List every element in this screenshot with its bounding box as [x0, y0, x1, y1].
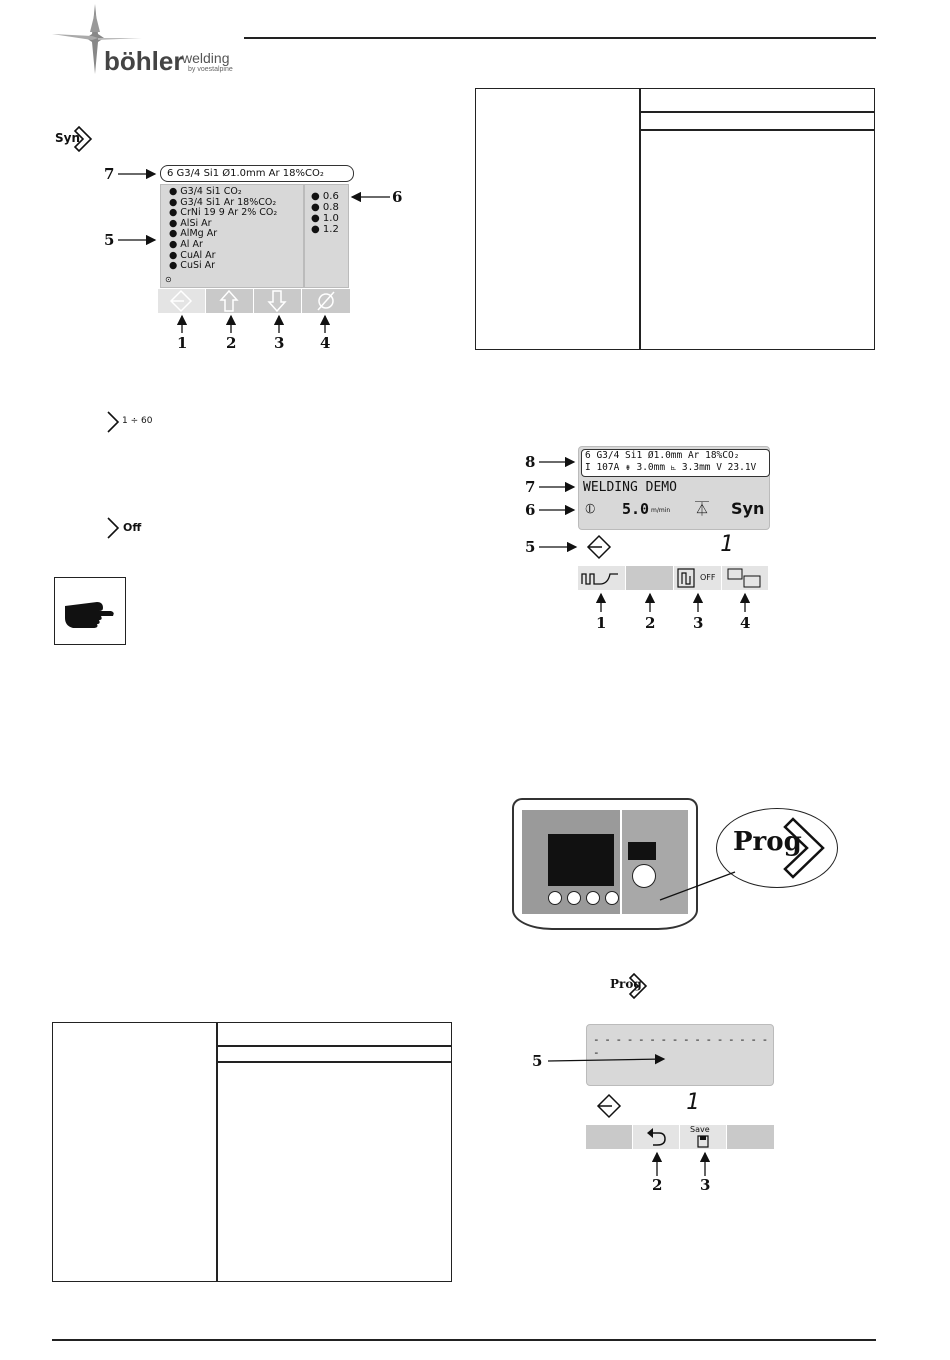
panel-buttons — [548, 890, 620, 909]
fig1-tab-up[interactable] — [206, 289, 254, 313]
note-hand-icon — [54, 577, 126, 645]
fig2-tab-4[interactable] — [722, 566, 769, 590]
fig1-callout-5: 5 — [104, 231, 115, 249]
logo-star-icon — [52, 4, 142, 74]
pulse-icon — [677, 568, 695, 588]
fig2-callout-7: 7 — [525, 478, 536, 496]
fig1-toolbar — [158, 289, 351, 313]
fig2-header: 6 G3/4 Si1 Ø1.0mm Ar 18%CO₂ I 107A ⇟ 3.0… — [581, 449, 770, 477]
wire-speed-icon: ⦶ — [585, 501, 596, 517]
fig4-callout-arrows — [547, 1053, 711, 1176]
fig1-callout-1: 1 — [177, 334, 188, 352]
fig2-display: 6 G3/4 Si1 Ø1.0mm Ar 18%CO₂ I 107A ⇟ 3.0… — [578, 446, 770, 530]
fig2-callout-1: 1 — [596, 614, 607, 632]
fig4-toolbar: Save — [586, 1125, 775, 1149]
top-right-table — [475, 88, 875, 350]
fig2-syn: Syn — [731, 499, 765, 518]
fig1-callout-6: 6 — [392, 188, 403, 206]
material-item[interactable]: ● G3/4 Si1 Ar 18%CO₂ — [169, 196, 277, 208]
off-icon: Off — [104, 516, 164, 540]
panel-small-display — [628, 842, 656, 860]
diameter-item[interactable]: ● 1.2 — [311, 224, 339, 235]
material-item[interactable]: ● CuSi Ar — [169, 260, 216, 272]
prog-icon: Prog — [610, 972, 650, 1000]
fig2-prog-number: 1 — [720, 532, 734, 557]
fig4-dashes: - - - - - - - - - - - - - - - - - — [593, 1033, 768, 1059]
fig4-tab-4[interactable] — [727, 1125, 775, 1149]
fig2-callout-6: 6 — [525, 501, 536, 519]
fig2-callout-arrows — [539, 456, 751, 612]
prog-diamond-icon — [783, 817, 825, 879]
material-item[interactable]: ● AlSi Ar — [169, 217, 212, 229]
settings-panel-icon — [727, 568, 761, 588]
undo-icon — [647, 1128, 666, 1146]
material-item[interactable]: ● AlMg Ar — [169, 228, 218, 240]
scroll-indicator-icon: ⊙ — [165, 275, 172, 284]
fig2-callout-8: 8 — [525, 453, 536, 471]
fig2-callout-5: 5 — [525, 538, 536, 556]
fig2-callout-3: 3 — [693, 614, 704, 632]
panel-knob — [632, 864, 656, 888]
arrow-down-icon — [267, 290, 287, 313]
welding-mode-icon — [581, 573, 618, 585]
fig2-speed-unit: m/min — [651, 507, 671, 514]
fig4-tab-undo[interactable] — [633, 1125, 680, 1149]
fig1-tab-diameter[interactable] — [302, 289, 351, 313]
material-item[interactable]: ● CuAl Ar — [169, 249, 216, 261]
fig4-callout-3: 3 — [700, 1176, 711, 1194]
fig4-callout-2: 2 — [652, 1176, 663, 1194]
fig1-diameter-panel: ● 0.6● 0.8● 1.0● 1.2 — [304, 184, 349, 288]
arrow-up-icon — [219, 289, 239, 312]
footer-rule — [52, 1339, 876, 1341]
range-icon: 1 ÷ 60 — [104, 410, 164, 434]
fig2-callout-2: 2 — [645, 614, 656, 632]
brand-name: böhler — [104, 46, 184, 76]
fig2-tab-2[interactable] — [626, 566, 674, 590]
panel-screen — [548, 834, 614, 886]
fig1-callout-2: 2 — [226, 334, 237, 352]
diameter-icon — [317, 291, 335, 311]
fig1-tab-enter[interactable] — [158, 289, 206, 313]
fig2-enter-icon — [586, 534, 612, 564]
diamond-enter-icon — [169, 289, 193, 313]
diameter-item[interactable]: ● 0.8 — [311, 202, 339, 213]
fig4-tab-1[interactable] — [586, 1125, 633, 1149]
fig4-enter-icon — [596, 1093, 622, 1123]
header-rule — [244, 37, 876, 39]
syn-icon: Syn — [55, 125, 95, 153]
fig4-callout-5: 5 — [532, 1052, 543, 1070]
fig2-title: WELDING DEMO — [583, 480, 677, 495]
fig2-toolbar: OFF — [578, 566, 769, 590]
fig2-callout-4: 4 — [740, 614, 751, 632]
prog-callout-bubble: Prog — [716, 808, 838, 888]
fig1-tab-down[interactable] — [254, 289, 302, 313]
fig1-callout-3: 3 — [274, 334, 285, 352]
brand-logo: böhler welding by voestalpine — [52, 2, 252, 76]
fig4-display: - - - - - - - - - - - - - - - - - — [586, 1024, 774, 1086]
fig1-callout-4: 4 — [320, 334, 331, 352]
fig1-header: 6 G3/4 Si1 Ø1.0mm Ar 18%CO₂ — [160, 165, 354, 182]
fig2-tab-1[interactable] — [578, 566, 626, 590]
material-item[interactable]: ● G3/4 Si1 CO₂ — [169, 186, 242, 197]
brand-suffix: welding — [182, 50, 230, 66]
diameter-item[interactable]: ● 0.6 — [311, 191, 339, 202]
fig4-prog-number: 1 — [686, 1090, 700, 1115]
bottom-left-table — [52, 1022, 452, 1282]
prog-pointer-line — [659, 871, 736, 901]
brand-tagline: by voestalpine — [188, 66, 233, 73]
diameter-item[interactable]: ● 1.0 — [311, 213, 339, 224]
fig1-materials-panel: ● G3/4 Si1 CO₂● G3/4 Si1 Ar 18%CO₂● CrNi… — [160, 184, 304, 288]
save-disk-icon — [697, 1135, 709, 1148]
fig2-tab-3[interactable]: OFF — [674, 566, 722, 590]
material-item[interactable]: ● CrNi 19 9 Ar 2% CO₂ — [169, 207, 278, 219]
fig4-tab-save[interactable]: Save — [680, 1125, 727, 1149]
control-panel-illustration — [512, 798, 698, 930]
fig1-callout-7: 7 — [104, 165, 115, 183]
torch-icon: ⏄ — [695, 502, 709, 518]
fig2-speed: 5.0 — [622, 500, 650, 518]
fig1-callout-arrows — [118, 168, 390, 333]
material-item[interactable]: ● Al Ar — [169, 238, 203, 250]
